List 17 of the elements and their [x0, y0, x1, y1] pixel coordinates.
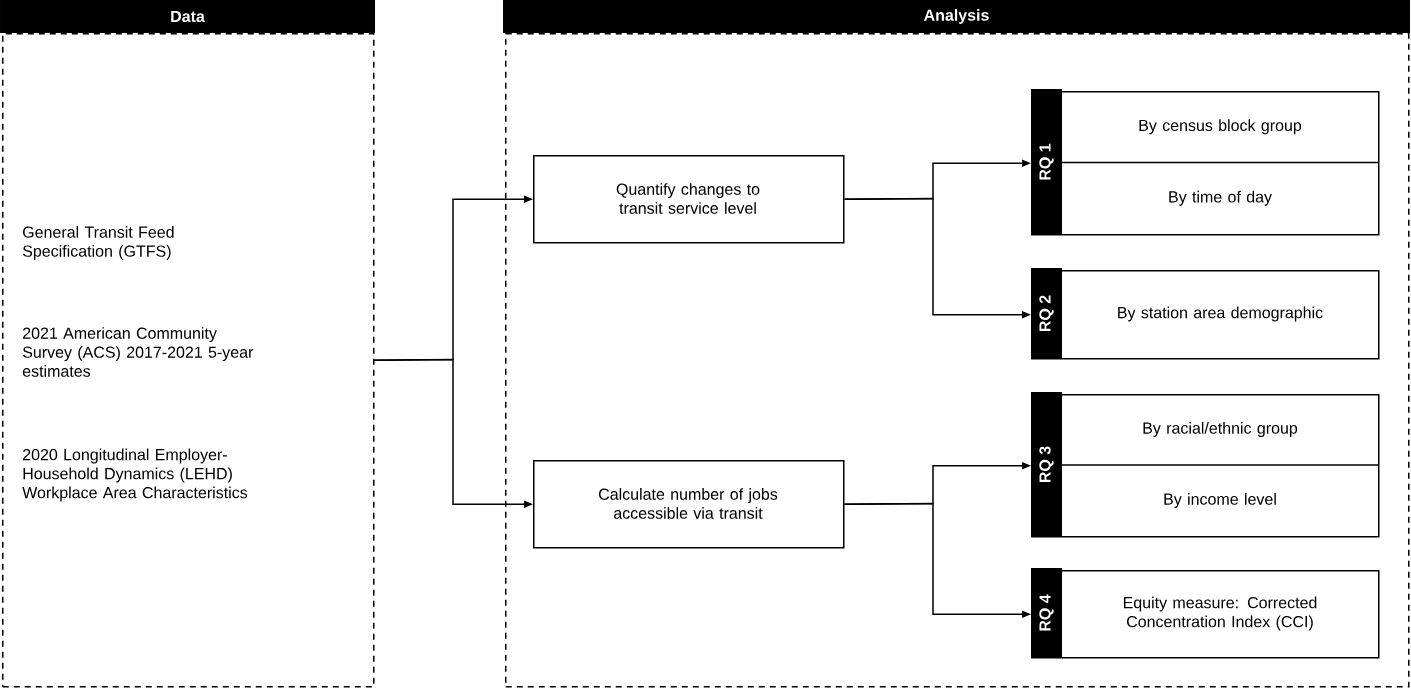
row-text: By time of day [1169, 190, 1272, 206]
question-tab: RQ 1 [1031, 89, 1062, 235]
data-source-text: 2020 Longitudinal Employer-Household Dynamics (LEHD) Workplace Area Characteristics [22, 448, 248, 502]
row-text: By income level [1164, 493, 1276, 508]
data-source-text: 2021 American Community Survey (ACS) 2017-2021 5-year estimates [22, 327, 254, 377]
question-tab: RQ 4 [1031, 568, 1062, 658]
row-text: By racial/ethnic group [1143, 422, 1298, 437]
panel-header: Data [0, 0, 375, 33]
process-box: Calculate number of jobs accessible via transit [533, 460, 845, 549]
question-tab: RQ 3 [1031, 392, 1062, 537]
question-tab: RQ 2 [1031, 268, 1062, 359]
data-source-text: General Transit Feed Specification (GTFS) [22, 226, 174, 260]
row-text: By station area demographic [1118, 306, 1323, 322]
row-text: Equity measure: Corrected Concentration Index (CCI) [1123, 596, 1317, 631]
panel-header: Analysis [503, 0, 1410, 33]
row-text: By census block group [1139, 119, 1302, 135]
process-box: Quantify changes to transit service level [533, 155, 845, 244]
